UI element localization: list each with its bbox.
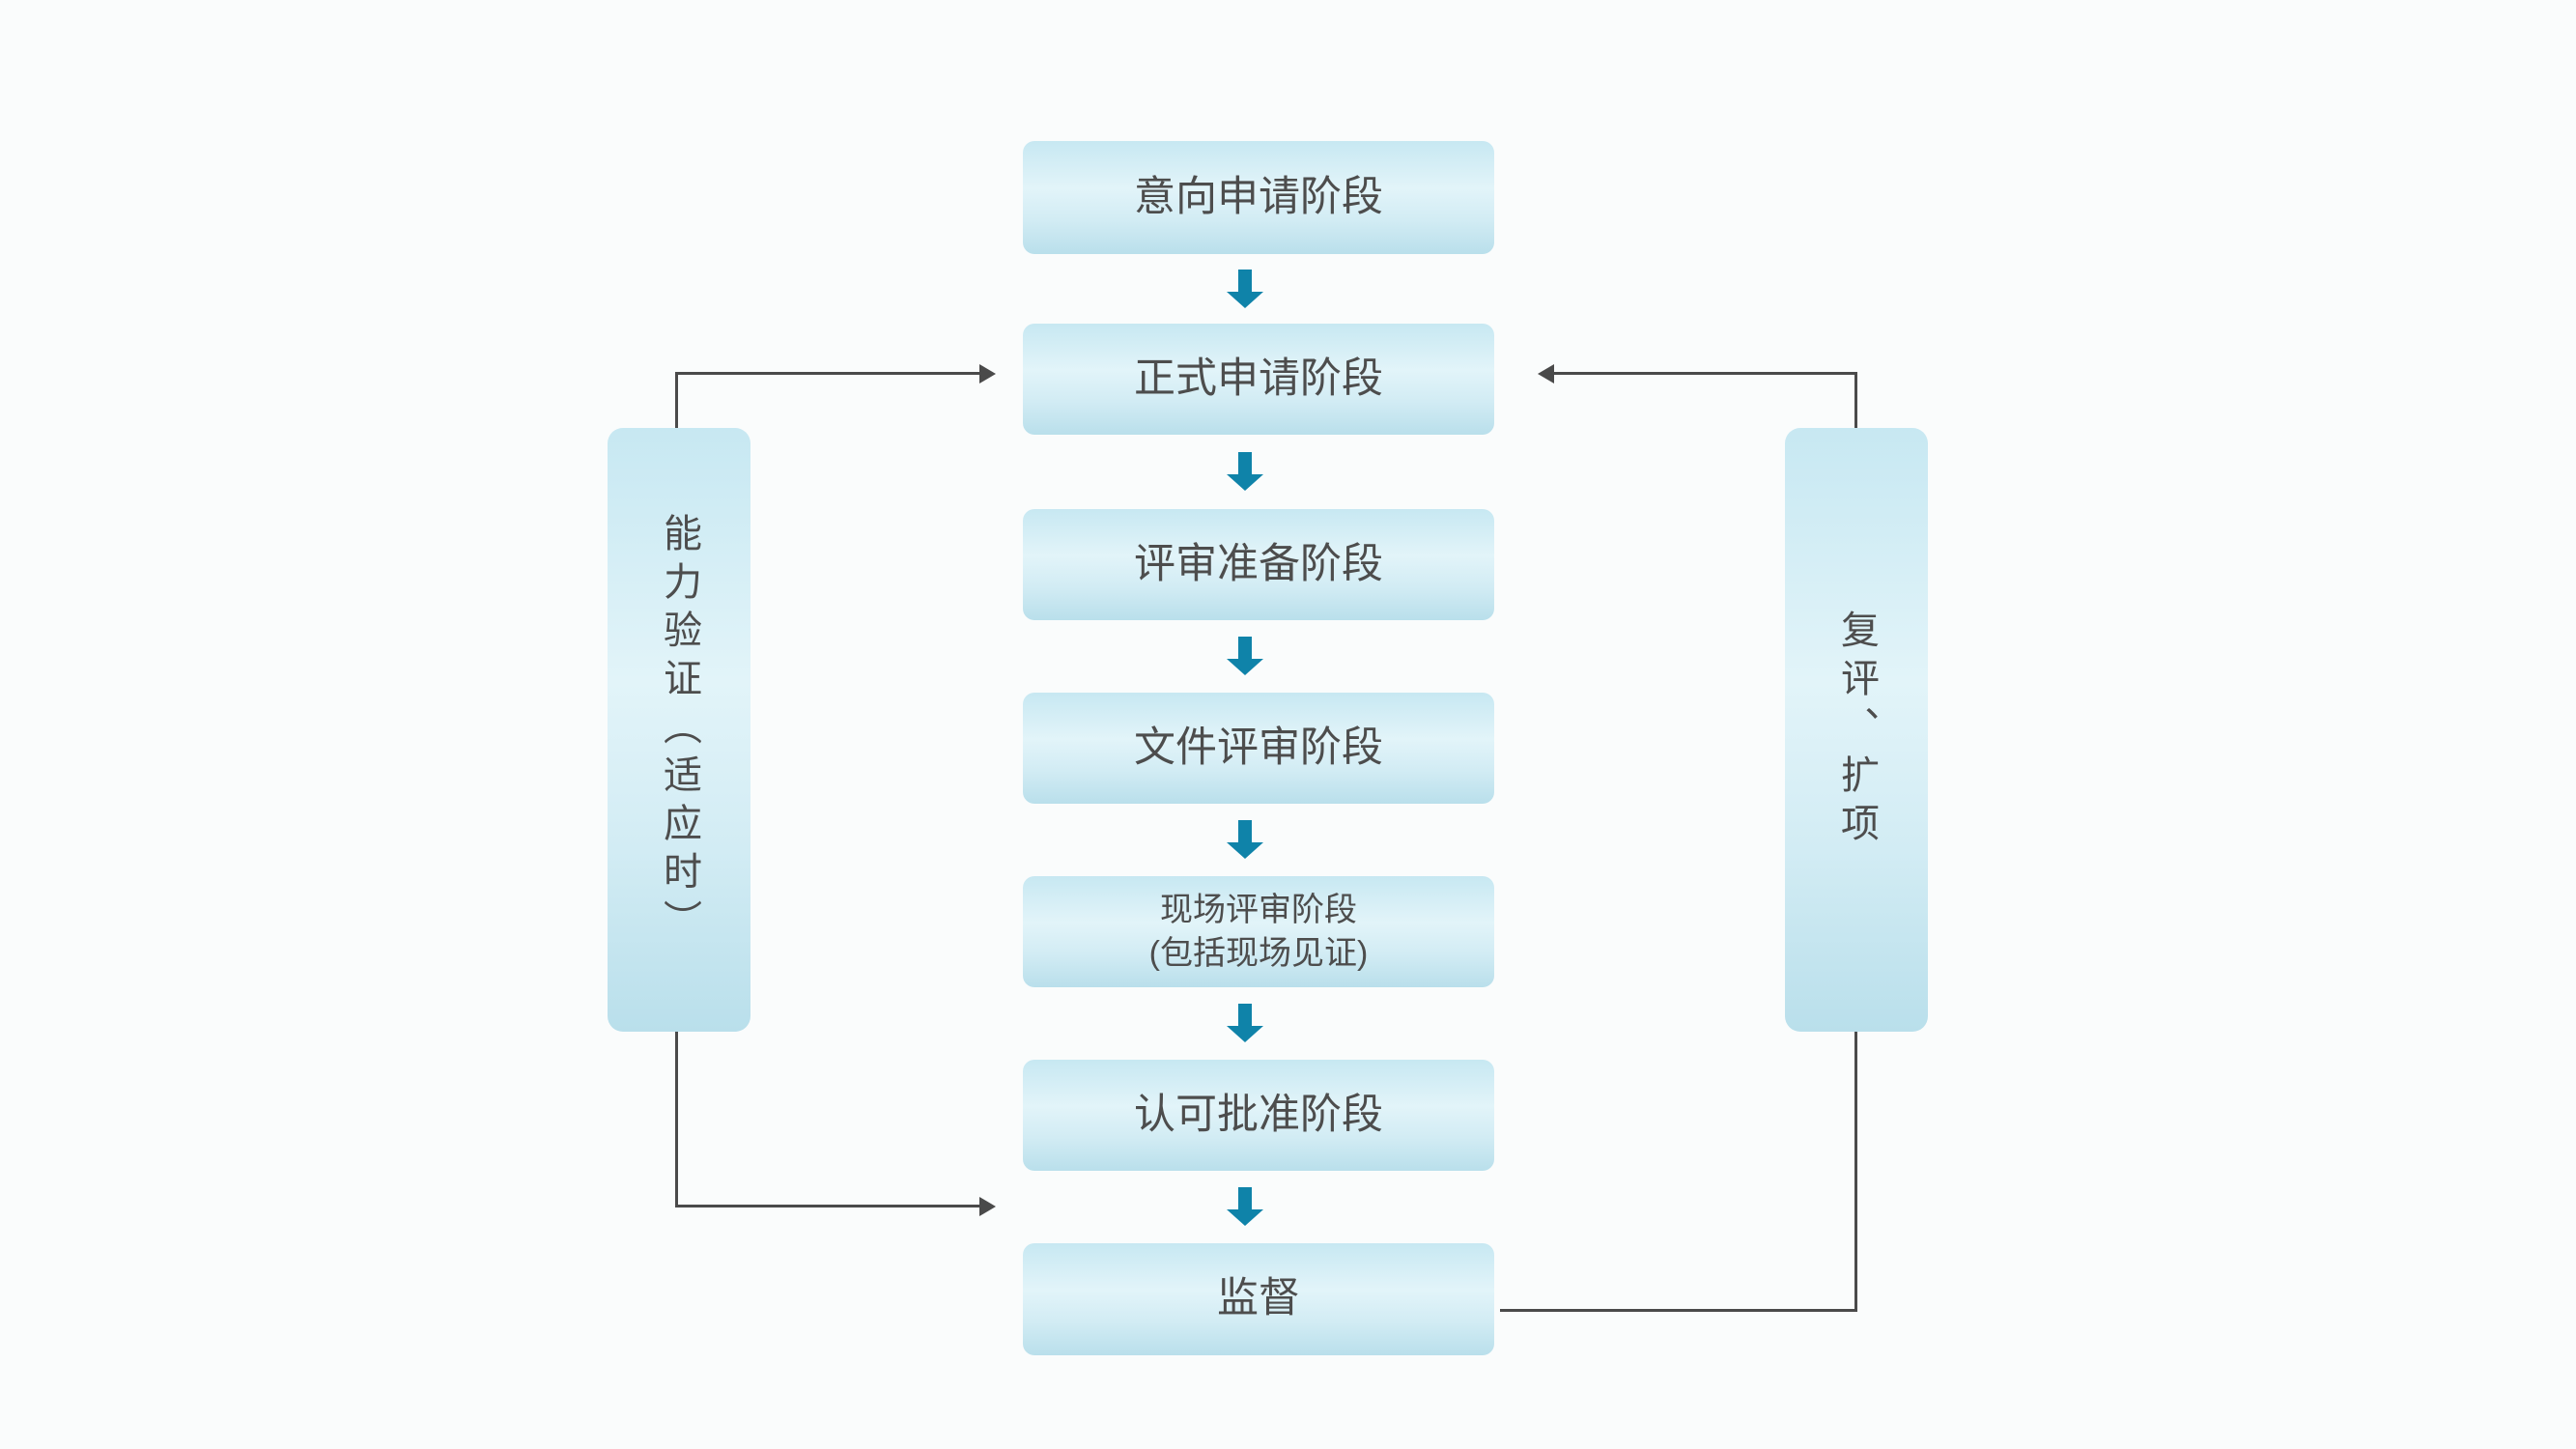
branch-proficiency-testing: 能力验证（适应时）: [608, 428, 750, 1032]
connector-left-top-arrowhead-icon: [979, 364, 996, 384]
step-review-preparation: 评审准备阶段: [1023, 509, 1494, 620]
connector-right-top-horizontal: [1553, 372, 1857, 375]
flow-down-arrow-1: [1238, 270, 1252, 292]
step-label: 正式申请阶段: [1134, 355, 1383, 402]
step-label: 文件评审阶段: [1134, 724, 1383, 771]
step-onsite-review: 现场评审阶段 (包括现场见证): [1023, 876, 1494, 987]
step-label: 认可批准阶段: [1134, 1091, 1383, 1138]
step-document-review: 文件评审阶段: [1023, 693, 1494, 804]
connector-right-bottom-horizontal: [1500, 1309, 1857, 1312]
branch-label: 能力验证（适应时）: [658, 512, 700, 948]
branch-label: 复评、扩项: [1835, 609, 1878, 851]
step-label: 评审准备阶段: [1134, 540, 1383, 587]
step-accreditation-approval: 认可批准阶段: [1023, 1060, 1494, 1171]
step-supervision: 监督: [1023, 1243, 1494, 1355]
connector-left-bottom-arrowhead-icon: [979, 1197, 996, 1216]
flow-down-arrow-4: [1238, 820, 1252, 842]
step-sublabel: (包括现场见证): [1148, 934, 1369, 972]
connector-left-top-vertical: [675, 372, 678, 428]
connector-left-bottom-vertical: [675, 1032, 678, 1207]
connector-right-top-vertical: [1854, 372, 1857, 428]
connector-left-top-horizontal: [675, 372, 979, 375]
connector-left-bottom-horizontal: [675, 1205, 979, 1208]
flow-down-arrow-5: [1238, 1004, 1252, 1026]
connector-right-top-arrowhead-icon: [1538, 364, 1554, 384]
flow-down-arrow-3: [1238, 637, 1252, 659]
step-label: 监督: [1217, 1275, 1300, 1322]
connector-right-bottom-vertical: [1854, 1032, 1857, 1312]
step-intent-application: 意向申请阶段: [1023, 141, 1494, 254]
branch-reassessment-extension: 复评、扩项: [1785, 428, 1928, 1032]
flow-down-arrow-6: [1238, 1187, 1252, 1209]
step-formal-application: 正式申请阶段: [1023, 324, 1494, 435]
step-label: 现场评审阶段: [1160, 891, 1357, 928]
flow-down-arrow-2: [1238, 452, 1252, 474]
step-label: 意向申请阶段: [1134, 173, 1383, 220]
